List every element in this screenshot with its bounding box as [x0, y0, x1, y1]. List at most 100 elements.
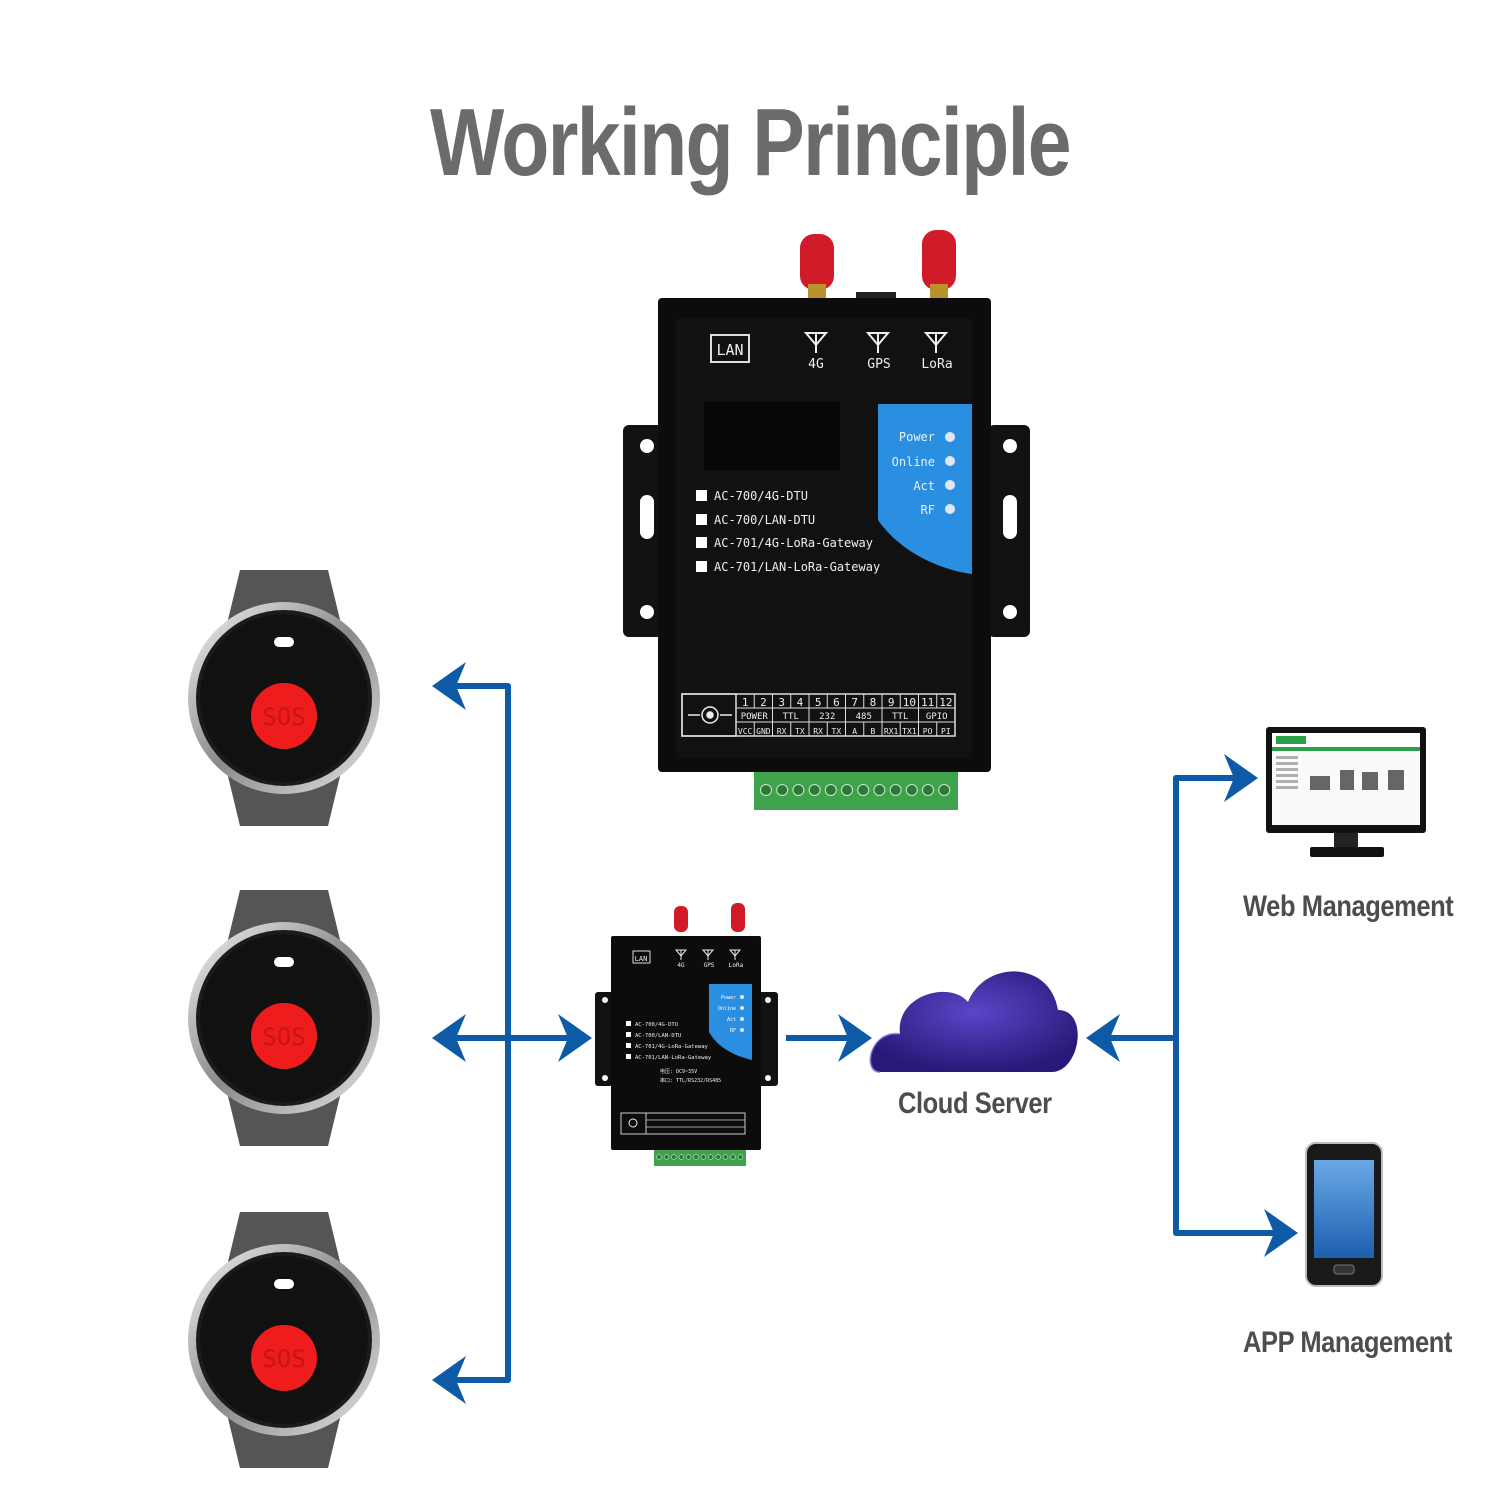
pin-signal: RX [777, 727, 787, 736]
lan-label: LAN [635, 955, 648, 963]
pin-group: 485 [856, 712, 872, 722]
pin-number: 7 [851, 696, 858, 709]
sos-watch: SOS [188, 1212, 380, 1468]
monitor-icon [1266, 727, 1426, 857]
led-label-power: Power [899, 430, 935, 444]
led-label-act: Act [913, 479, 935, 493]
arrow-right-icon [558, 1014, 592, 1062]
pin-signal: TX [832, 727, 842, 736]
antenna-label-lora: LoRa [921, 357, 952, 372]
sos-label: SOS [262, 1023, 305, 1051]
arrow-left-icon [432, 662, 466, 710]
sos-label: SOS [262, 1345, 305, 1373]
dc-jack-icon [688, 706, 732, 724]
indicator-icon [274, 957, 294, 967]
model-item: AC-701/4G-LoRa-Gateway [714, 536, 873, 550]
connection-lines [444, 683, 1285, 1383]
led-label-online: Online [718, 1006, 736, 1012]
arrow-left-icon [432, 1014, 466, 1062]
arrow-left-icon [1086, 1014, 1120, 1062]
pin-signal: RX [813, 727, 823, 736]
led-label-act: Act [727, 1017, 736, 1023]
pin-signal: B [870, 727, 875, 736]
model-item: AC-701/LAN-LoRa-Gateway [714, 560, 880, 574]
terminal-screws [656, 1154, 744, 1160]
pin-group: TTL [892, 712, 908, 722]
antenna-icon [803, 332, 949, 353]
led-label-rf: RF [730, 1028, 736, 1034]
web-management-label: Web Management [1243, 890, 1454, 923]
model-item: AC-700/4G-DTU [635, 1022, 678, 1028]
pin-number: 9 [888, 696, 895, 709]
antenna-icon [674, 949, 742, 960]
led-label-rf: RF [921, 503, 935, 517]
app-management-label: APP Management [1243, 1326, 1452, 1359]
pin-number: 4 [797, 696, 804, 709]
pin-group: POWER [741, 712, 769, 722]
pin-number: 5 [815, 696, 822, 709]
sos-watch: SOS [188, 890, 380, 1146]
sos-button [251, 683, 317, 749]
sos-watch: SOS [188, 570, 380, 826]
pin-group: TTL [783, 712, 799, 722]
antenna-label-gps: GPS [867, 357, 890, 372]
spec-line: 串口: TTL/RS232/RS485 [660, 1078, 721, 1084]
pin-number: 6 [833, 696, 840, 709]
arrow-right-icon [1224, 754, 1258, 802]
pin-signal: GND [756, 727, 771, 736]
diagram-title: Working Principle [430, 89, 1072, 196]
arrow-right-icon [1264, 1209, 1298, 1257]
pin-group: 232 [819, 712, 835, 722]
terminal-screws [760, 784, 951, 796]
pin-signal: RX1 [884, 727, 899, 736]
smartphone-icon [1305, 1142, 1383, 1287]
model-item: AC-701/LAN-LoRa-Gateway [635, 1055, 712, 1061]
led-label-online: Online [892, 455, 935, 469]
dc-jack-icon [628, 1118, 638, 1128]
model-item: AC-700/4G-DTU [714, 489, 808, 503]
model-item: AC-700/LAN-DTU [635, 1033, 681, 1039]
gateway-small: LAN 4G GPS LoRa Power Online Act RF AC-7… [595, 903, 778, 1166]
pin-number: 11 [921, 696, 934, 709]
spec-line: 电压: DC9~35V [660, 1068, 697, 1075]
pin-number: 2 [760, 696, 767, 709]
pin-signal: PI [941, 727, 951, 736]
sos-button [251, 1003, 317, 1069]
cloud-icon [869, 971, 1078, 1073]
gateway-large: LAN 4G GPS LoRa Power Online Act RF AC-7… [623, 230, 1030, 810]
pin-number: 3 [778, 696, 785, 709]
sos-button [251, 1325, 317, 1391]
pin-signal: TX1 [902, 727, 917, 736]
indicator-icon [274, 1279, 294, 1289]
antenna-icon [800, 234, 834, 304]
arrow-left-icon [432, 1356, 466, 1404]
cloud-server-label: Cloud Server [898, 1087, 1052, 1120]
led-icon [945, 432, 955, 514]
model-item: AC-701/4G-LoRa-Gateway [635, 1044, 709, 1050]
pin-signal: VCC [738, 727, 753, 736]
sos-label: SOS [262, 703, 305, 731]
pin-number: 10 [903, 696, 916, 709]
led-label-power: Power [721, 995, 736, 1001]
antenna-icon [922, 230, 956, 304]
antenna-label-gps: GPS [704, 962, 715, 969]
pin-signal: A [852, 727, 857, 736]
led-icon [740, 995, 744, 1032]
indicator-icon [274, 637, 294, 647]
checkbox-icon [626, 1021, 631, 1059]
pin-number: 8 [870, 696, 877, 709]
pin-signal: PO [923, 727, 933, 736]
model-item: AC-700/LAN-DTU [714, 513, 815, 527]
checkbox-icon [696, 490, 707, 572]
antenna-label-4g: 4G [677, 962, 685, 969]
antenna-label-lora: LoRa [729, 962, 744, 969]
antenna-label-4g: 4G [808, 357, 824, 372]
pin-signal: TX [795, 727, 805, 736]
pin-group: GPIO [926, 712, 948, 722]
pin-number: 1 [742, 696, 749, 709]
pin-number: 12 [939, 696, 952, 709]
lan-label: LAN [716, 341, 743, 359]
arrow-right-icon [838, 1014, 872, 1062]
